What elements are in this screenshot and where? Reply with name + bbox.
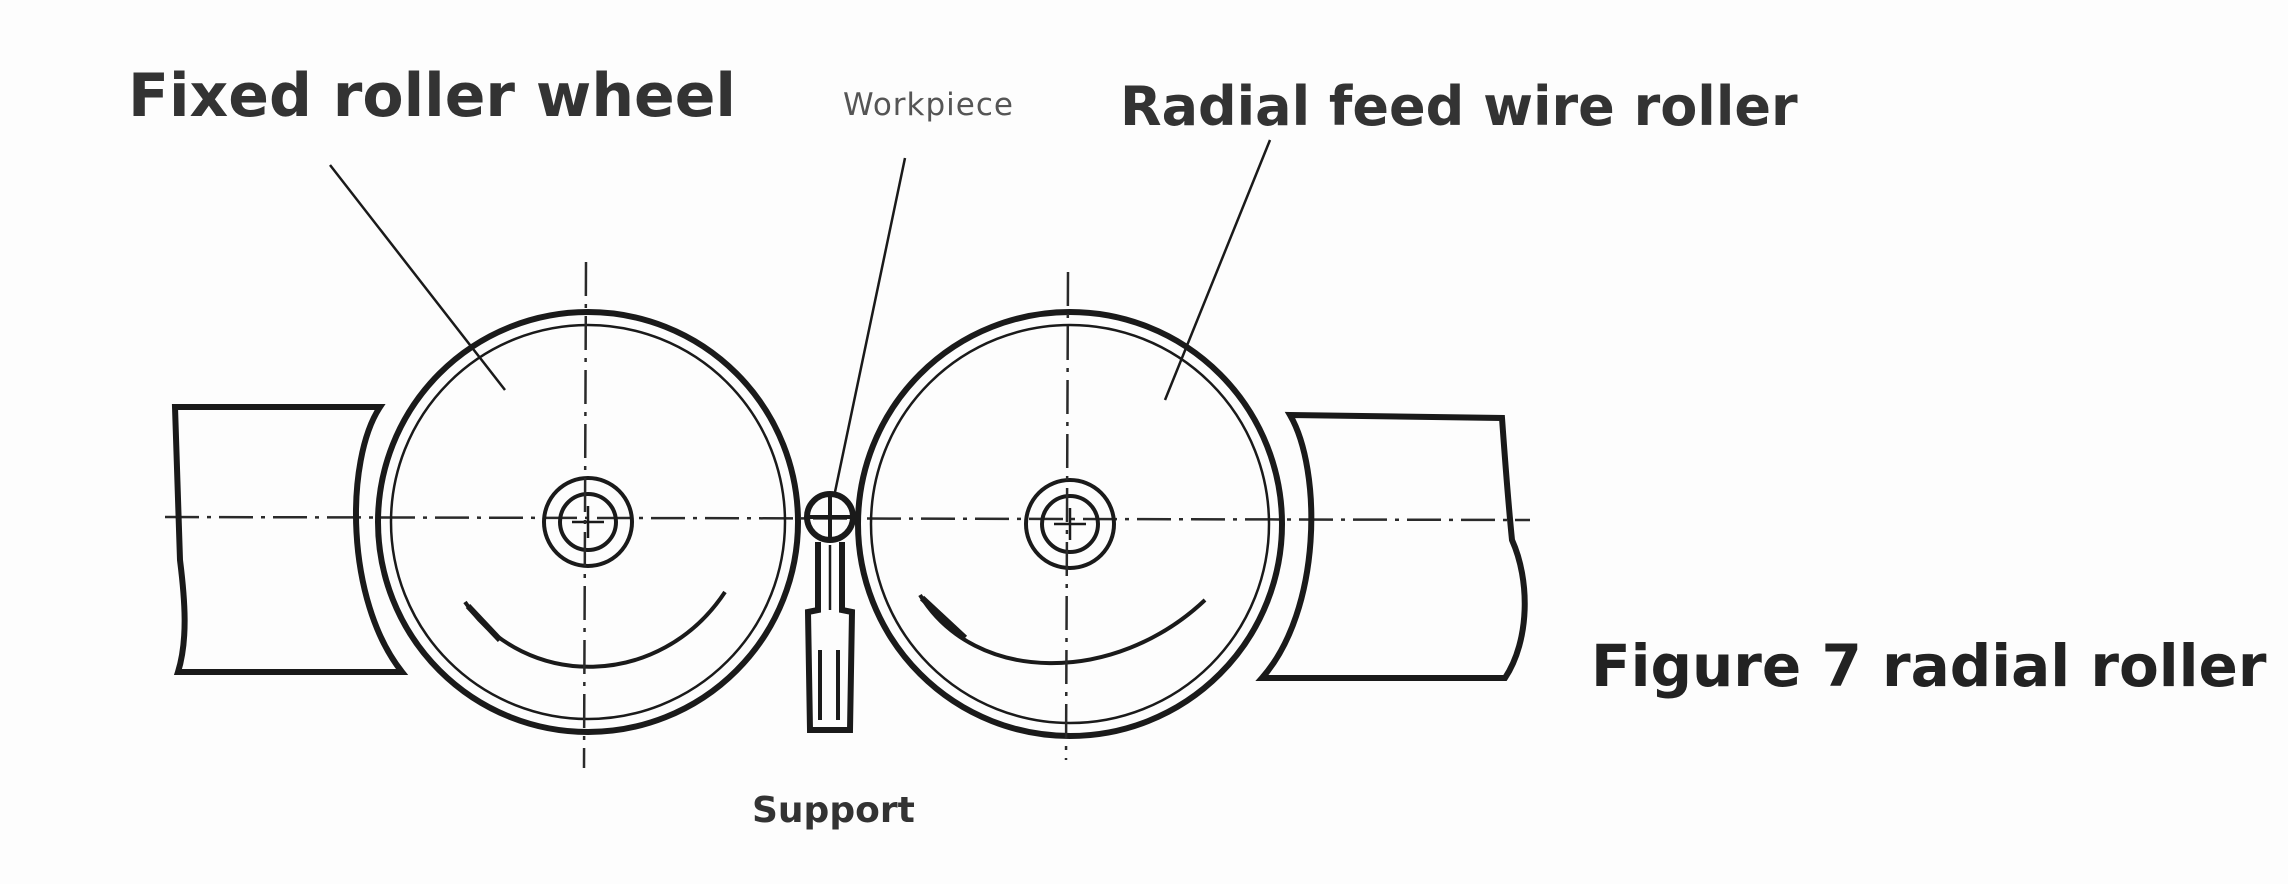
fixed-roller-wheel bbox=[375, 261, 801, 769]
fixed-roller-label: Fixed roller wheel bbox=[128, 61, 736, 131]
right-feed-block bbox=[1255, 411, 1528, 681]
horizontal-center-line bbox=[164, 515, 1531, 522]
leader-fixed-roller bbox=[329, 164, 506, 391]
workpiece-label: Workpiece bbox=[843, 87, 1014, 123]
support-label: Support bbox=[752, 790, 915, 831]
leader-radial-feed bbox=[1163, 139, 1272, 401]
leader-workpiece bbox=[833, 157, 907, 493]
support-blade bbox=[804, 542, 856, 733]
workpiece-shape bbox=[804, 491, 856, 543]
figure-caption: Figure 7 radial roller bbox=[1591, 632, 2267, 700]
left-fixed-block bbox=[171, 404, 409, 675]
radial-feed-wire-roller bbox=[855, 271, 1285, 761]
radial-feed-label: Radial feed wire roller bbox=[1120, 75, 1798, 138]
